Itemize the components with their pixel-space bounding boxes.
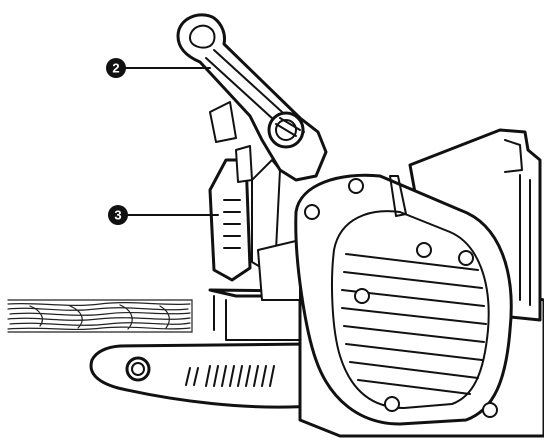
- callout-2-badge: [106, 58, 126, 78]
- callout-3: 3: [108, 205, 219, 225]
- bar-nut: [125, 356, 151, 382]
- cover-bolts: [304, 178, 498, 418]
- bar-slots: [185, 365, 275, 387]
- callout-2-label: 2: [112, 61, 119, 76]
- chain-brake-lever: [176, 13, 328, 183]
- guide-bar: [89, 342, 326, 409]
- front-handle: [208, 158, 301, 301]
- sprocket-cover: [294, 173, 513, 426]
- callout-3-label: 3: [114, 208, 121, 223]
- cover-vent-slats: [341, 253, 487, 395]
- callout-3-badge: [108, 205, 128, 225]
- wood-log: [7, 299, 193, 333]
- callout-2: 2: [106, 58, 211, 78]
